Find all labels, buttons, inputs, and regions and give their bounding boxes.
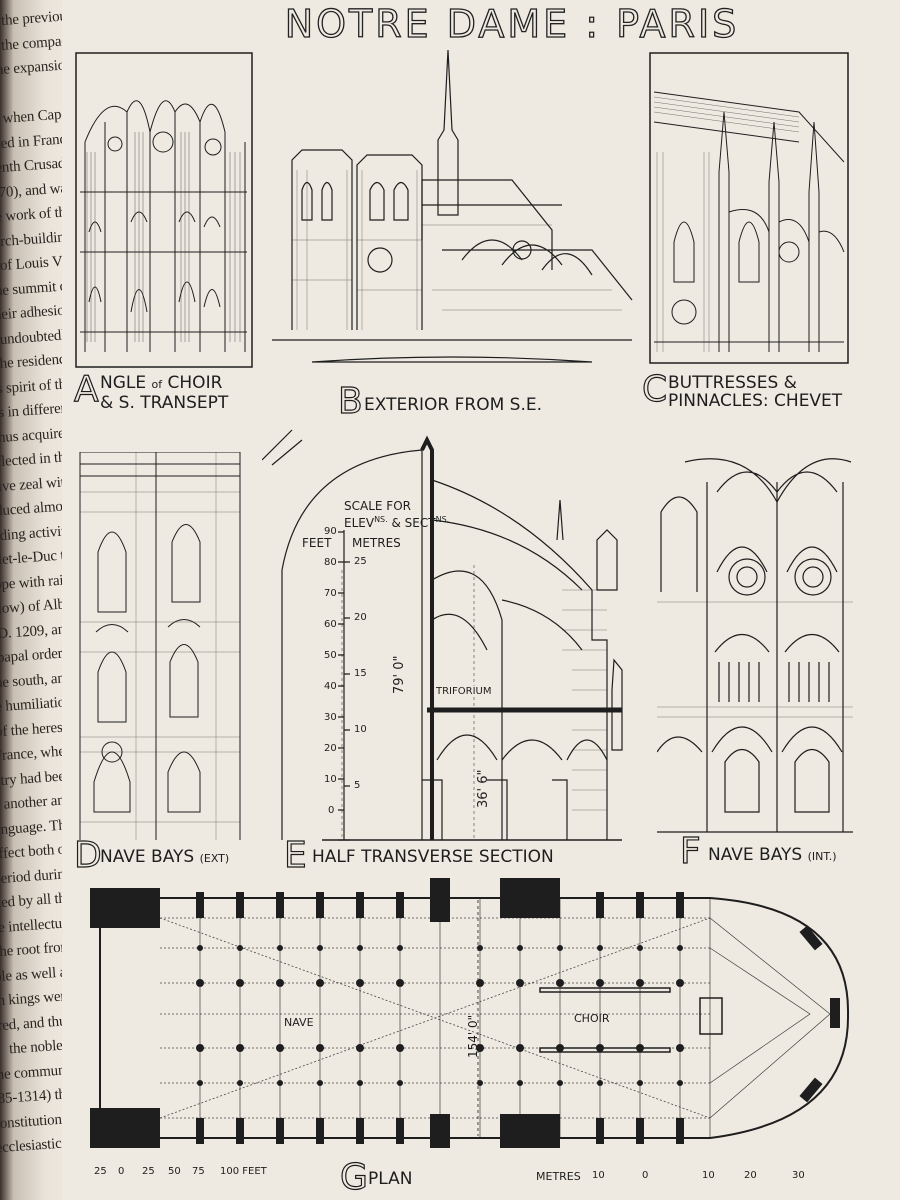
metre-tick-label: 25 (354, 556, 367, 567)
feet-label: FEET (302, 536, 332, 550)
plan-metre-tick: 0 (642, 1170, 649, 1181)
plan-metre-tick: 10 (702, 1170, 715, 1181)
scale-line1: SCALE FOR (344, 499, 411, 513)
metre-tick-label: 5 (354, 780, 361, 791)
panel-f-letter: F (679, 831, 701, 872)
panel-a-of: of (151, 378, 163, 391)
feet-tick-label: 60 (324, 619, 337, 630)
feet-tick-label: 20 (324, 743, 337, 754)
plan-metre-tick: 10 (592, 1170, 605, 1181)
metre-tick-label: 20 (354, 612, 367, 623)
plan-metre-tick: 20 (744, 1170, 757, 1181)
height-main: 79' 0" (392, 655, 407, 695)
panel-a-caption: NGLE of CHOIR & S. TRANSEPT (100, 374, 228, 412)
triforium-label: TRIFORIUM (436, 686, 492, 697)
panel-e-letter: E (283, 835, 307, 876)
panel-a-drawing (75, 52, 253, 368)
metre-tick-label: 15 (354, 668, 367, 679)
panel-b-letter: B (337, 381, 363, 422)
panel-g-letter: G (339, 1157, 368, 1198)
panel-b-drawing (262, 40, 642, 390)
panel-c-line1: BUTTRESSES & (668, 373, 797, 393)
panel-e-drawing (262, 420, 652, 844)
panel-g-caption: PLAN (368, 1169, 413, 1189)
plan-feet-tick: 100 FEET (220, 1166, 267, 1177)
scale-sup2: NS. (435, 515, 450, 524)
page: NOTRE DAME : PARIS A NGLE of CHOIR & S. … (62, 0, 900, 1200)
plan-metre-tick: 30 (792, 1170, 805, 1181)
plan-metres-label: METRES (536, 1170, 581, 1183)
plan-choir-label: CHOIR (574, 1012, 610, 1025)
panel-c-drawing (649, 52, 849, 364)
feet-tick-label: 50 (324, 650, 337, 661)
plan-feet-tick: 50 (168, 1166, 181, 1177)
feet-tick-label: 70 (324, 588, 337, 599)
panel-d-drawing (76, 452, 244, 840)
panel-d-caption: NAVE BAYS (EXT) (100, 848, 229, 868)
panel-f-caption: NAVE BAYS (INT.) (708, 846, 837, 866)
plan-width-label: 154' 0" (466, 1014, 480, 1058)
panel-a-line1b: CHOIR (167, 373, 223, 393)
panel-g-plan (90, 878, 858, 1150)
panel-f-line1: NAVE BAYS (708, 845, 803, 865)
page-title: NOTRE DAME : PARIS (284, 1, 740, 46)
panel-e-caption: HALF TRANSVERSE SECTION (312, 847, 554, 867)
scale-label: SCALE FOR ELEVNS. & SECTNS. (344, 500, 449, 530)
panel-a-line2: & S. TRANSEPT (100, 393, 229, 413)
scale-mid: & SECT (391, 516, 436, 530)
plan-nave-label: NAVE (284, 1016, 314, 1029)
feet-tick-label: 30 (324, 712, 337, 723)
height-aisle: 36' 6" (476, 769, 491, 809)
section-scale (322, 530, 382, 845)
panel-a-letter: A (73, 369, 99, 410)
feet-tick-label: 80 (324, 557, 337, 568)
metre-tick-label: 10 (354, 724, 367, 735)
panel-b-caption: EXTERIOR FROM S.E. (364, 395, 543, 415)
panel-f-drawing (657, 452, 853, 840)
panel-f-suffix: (INT.) (807, 850, 837, 863)
panel-c-line2: PINNACLES: CHEVET (668, 391, 843, 411)
panel-c-caption: BUTTRESSES & PINNACLES: CHEVET (668, 374, 842, 410)
feet-tick-label: 40 (324, 681, 337, 692)
panel-a-line1: NGLE (100, 373, 147, 393)
panel-d-suffix: (EXT) (199, 852, 230, 865)
plan-feet-tick: 75 (192, 1166, 205, 1177)
scale-elev: ELEV (344, 516, 375, 530)
plan-feet-tick: 0 (118, 1166, 125, 1177)
feet-tick-label: 90 (324, 526, 337, 537)
feet-tick-label: 0 (328, 805, 335, 816)
panel-d-line1: NAVE BAYS (100, 847, 195, 867)
panel-c-letter: C (641, 369, 668, 410)
scale-sup: NS. (374, 515, 388, 524)
plan-feet-tick: 25 (142, 1166, 155, 1177)
feet-tick-label: 10 (324, 774, 337, 785)
metres-label: METRES (352, 536, 401, 550)
panel-d-letter: D (73, 835, 102, 876)
plan-feet-tick: 25 (94, 1166, 107, 1177)
